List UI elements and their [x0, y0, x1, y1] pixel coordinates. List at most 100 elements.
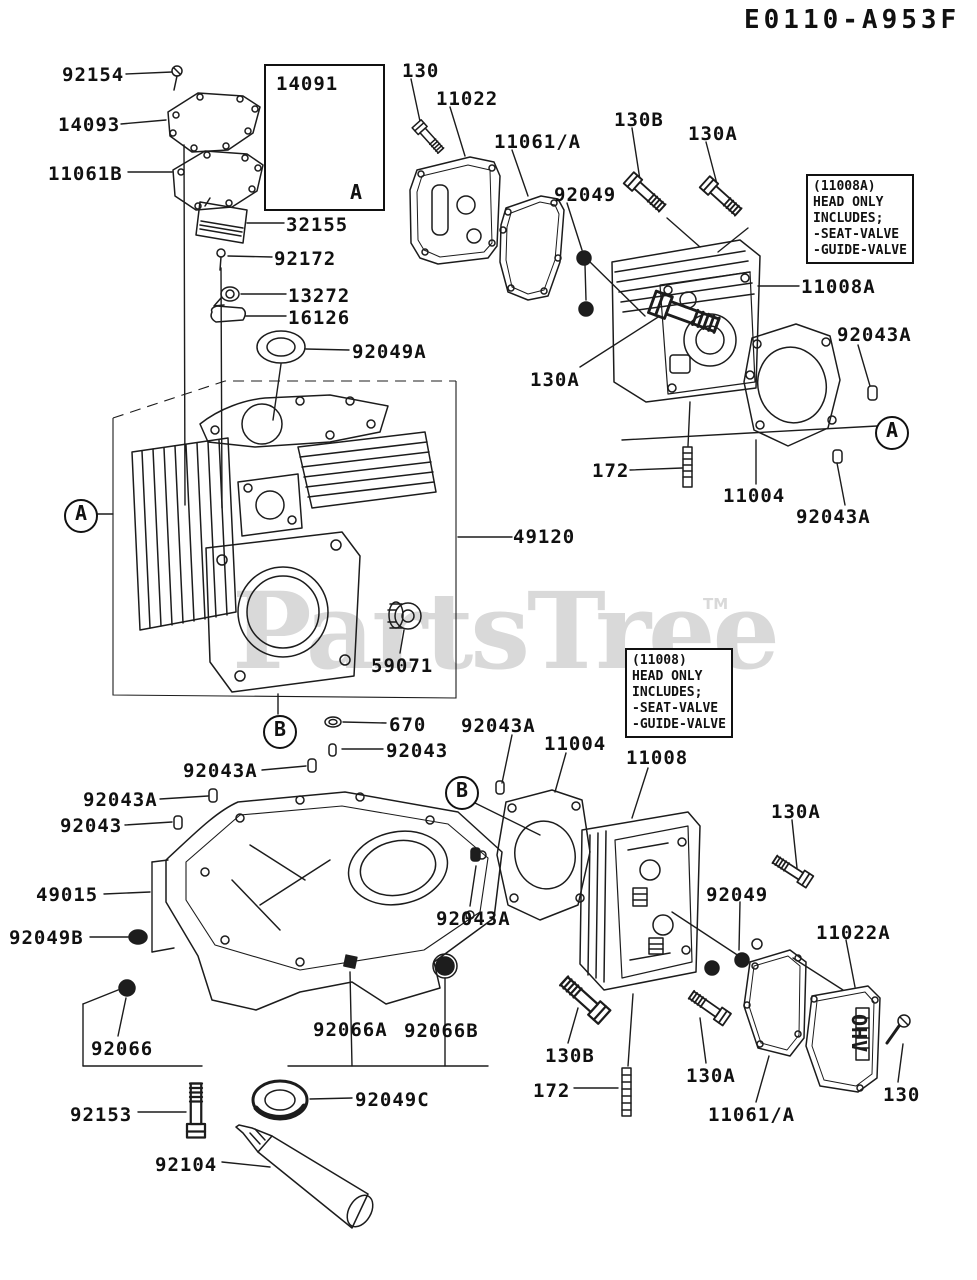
part-label-92049-2[interactable]: 92049	[706, 884, 769, 906]
part-label-32155[interactable]: 32155	[286, 214, 349, 236]
part-label-92043A-4[interactable]: 92043A	[183, 760, 258, 782]
part-label-92049C[interactable]: 92049C	[355, 1089, 430, 1111]
stud-172-top-drawing	[682, 446, 693, 488]
part-label-92043-2[interactable]: 92043	[60, 815, 123, 837]
diagram-code-title: E0110-A953F	[744, 5, 961, 35]
part-label-11008A[interactable]: 11008A	[801, 276, 876, 298]
part-label-130-2[interactable]: 130	[883, 1084, 921, 1106]
note-line: -GUIDE-VALVE	[632, 717, 726, 732]
view-mark-A-left: A	[64, 499, 98, 533]
part-label-130A-4[interactable]: 130A	[686, 1065, 736, 1087]
plugs-92049-bottom-drawing	[704, 938, 763, 976]
gasket-11061A-bottom-drawing	[743, 949, 807, 1057]
plug-92049B-drawing	[128, 929, 148, 945]
part-label-11004[interactable]: 11004	[723, 485, 786, 507]
part-label-11061-A[interactable]: 11061/A	[494, 131, 582, 153]
head-note-box-11008: (11008) HEAD ONLY INCLUDES; -SEAT-VALVE …	[625, 648, 733, 738]
part-label-11008[interactable]: 11008	[626, 747, 689, 769]
plugs-92049-top-drawing	[576, 250, 594, 317]
part-label-14093[interactable]: 14093	[58, 114, 121, 136]
part-label-11022[interactable]: 11022	[436, 88, 499, 110]
part-label-670[interactable]: 670	[389, 714, 427, 736]
note-line: (11008A)	[813, 179, 876, 194]
plug-92066B-drawing	[432, 953, 458, 979]
head-gasket-11004-top-drawing	[743, 323, 841, 447]
part-label-92043A-5[interactable]: 92043A	[83, 789, 158, 811]
dowel-pins-crankcase-drawing	[173, 758, 317, 830]
part-label-130B-2[interactable]: 130B	[545, 1045, 595, 1067]
gasket-11061A-top-drawing	[499, 195, 565, 301]
part-label-130A-3[interactable]: 130A	[771, 801, 821, 823]
washer-670-drawing	[324, 716, 342, 728]
cylinder-head-11008A-drawing	[611, 239, 761, 403]
bolt-130B-top-drawing	[622, 171, 669, 215]
part-label-92043A-6[interactable]: 92043A	[436, 908, 511, 930]
cylinder-49120-drawing	[131, 394, 437, 693]
note-line: HEAD ONLY	[813, 195, 884, 210]
pin-92043-center-drawing	[328, 743, 337, 757]
part-label-11061B[interactable]: 11061B	[48, 163, 123, 185]
note-line: INCLUDES;	[813, 211, 884, 226]
note-line: -SEAT-VALVE	[813, 227, 900, 242]
part-label-49015[interactable]: 49015	[36, 884, 99, 906]
part-label-11022A[interactable]: 11022A	[816, 922, 891, 944]
part-label-92066[interactable]: 92066	[91, 1038, 154, 1060]
screw-130-bottom-drawing	[885, 1014, 911, 1045]
part-label-92043A-3[interactable]: 92043A	[461, 715, 536, 737]
view-mark-A-right: A	[875, 416, 909, 450]
gasket-11061B-drawing	[172, 150, 264, 211]
note-line: (11008)	[632, 653, 687, 668]
part-label-92104[interactable]: 92104	[155, 1154, 218, 1176]
part-label-92043A[interactable]: 92043A	[837, 324, 912, 346]
part-label-49120[interactable]: 49120	[513, 526, 576, 548]
part-label-130[interactable]: 130	[402, 60, 440, 82]
bolt-130A-right-drawing	[770, 852, 815, 889]
ohv-cover-text: OHV	[847, 1014, 871, 1053]
part-label-11061-A-2[interactable]: 11061/A	[708, 1104, 796, 1126]
part-label-92043A-2[interactable]: 92043A	[796, 506, 871, 528]
note-line: INCLUDES;	[632, 685, 703, 700]
cylinder-head-11008-drawing	[579, 811, 701, 991]
part-label-172-2[interactable]: 172	[533, 1080, 571, 1102]
stud-172-bottom-drawing	[621, 1067, 632, 1117]
seal-92049A-drawing	[256, 330, 306, 364]
detail-box-letter: A	[350, 180, 363, 204]
bolt-130-top-drawing	[411, 119, 446, 156]
part-label-13272[interactable]: 13272	[288, 285, 351, 307]
cylinder-assembly-boundary	[112, 380, 457, 699]
part-label-92154[interactable]: 92154	[62, 64, 125, 86]
screw-92172-drawing	[216, 248, 226, 271]
part-label-172[interactable]: 172	[592, 460, 630, 482]
part-label-92049[interactable]: 92049	[554, 184, 617, 206]
part-label-92066B[interactable]: 92066B	[404, 1020, 479, 1042]
part-label-92153[interactable]: 92153	[70, 1104, 133, 1126]
sealant-tube-92104-drawing	[235, 1124, 374, 1229]
detail-box-14091	[264, 64, 385, 211]
part-label-14091[interactable]: 14091	[276, 73, 339, 95]
view-mark-B-top: B	[263, 715, 297, 749]
note-line: HEAD ONLY	[632, 669, 703, 684]
part-label-130B[interactable]: 130B	[614, 109, 664, 131]
part-label-92049B[interactable]: 92049B	[9, 927, 84, 949]
rocker-cover-11022-drawing	[409, 156, 501, 265]
part-label-130A-2[interactable]: 130A	[530, 369, 580, 391]
seal-92049C-drawing	[251, 1079, 309, 1121]
part-label-130A[interactable]: 130A	[688, 123, 738, 145]
part-label-59071[interactable]: 59071	[371, 655, 434, 677]
part-label-16126[interactable]: 16126	[288, 307, 351, 329]
part-label-11004-2[interactable]: 11004	[544, 733, 607, 755]
bolt-130A-bottom-drawing	[686, 987, 732, 1027]
part-label-92066A[interactable]: 92066A	[313, 1019, 388, 1041]
part-label-92043[interactable]: 92043	[386, 740, 449, 762]
note-line: -SEAT-VALVE	[632, 701, 719, 716]
bolt-130A-topright-drawing	[698, 175, 745, 219]
breather-59071-drawing	[387, 601, 422, 630]
plug-92066A-drawing	[343, 954, 358, 969]
part-label-92049A[interactable]: 92049A	[352, 341, 427, 363]
head-gasket-11004-bottom-drawing	[496, 789, 591, 921]
crankcase-49015-drawing	[165, 791, 503, 1011]
part-label-92172[interactable]: 92172	[274, 248, 337, 270]
note-line: -GUIDE-VALVE	[813, 243, 907, 258]
watermark-trademark: TM	[703, 595, 729, 613]
